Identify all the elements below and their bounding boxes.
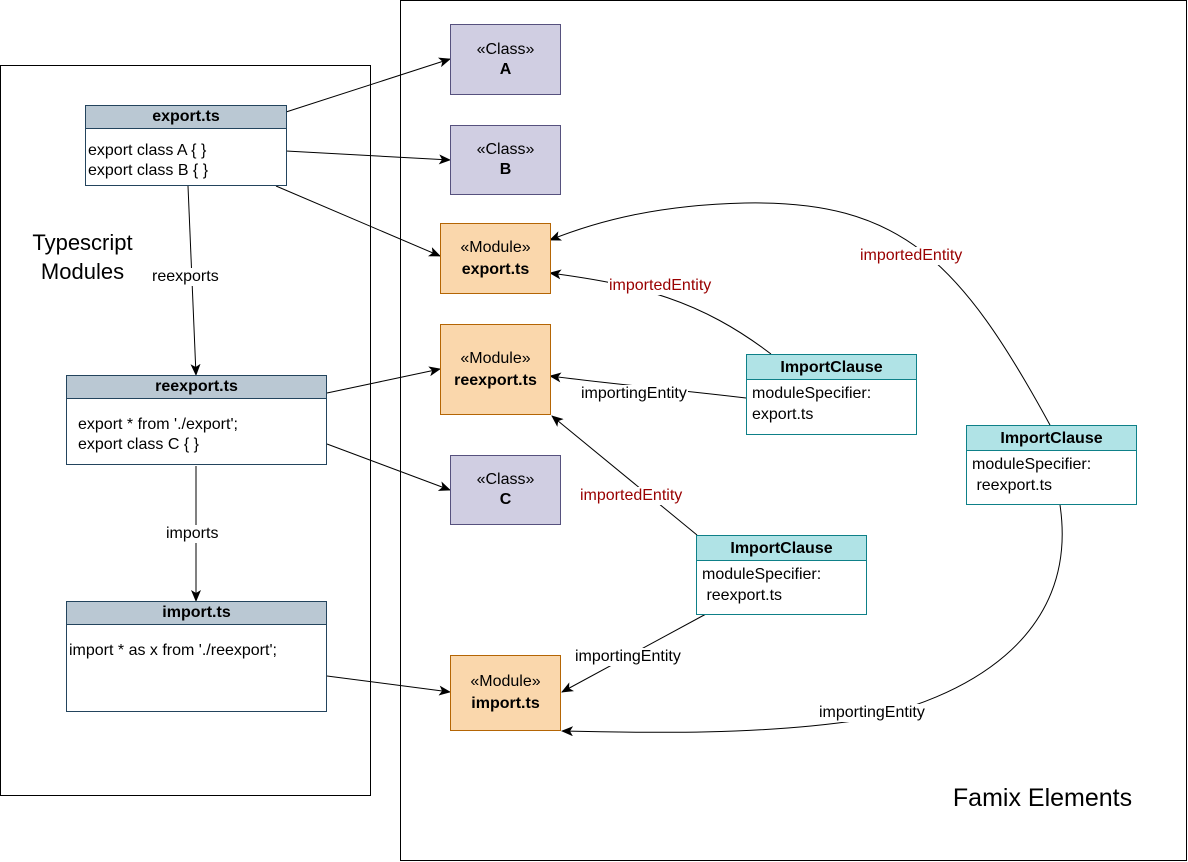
- typescript-modules-frame: [0, 65, 371, 796]
- import-clause-3[interactable]: ImportClause moduleSpecifier: reexport.t…: [966, 425, 1137, 505]
- ts-module-export[interactable]: export.ts export class A { } export clas…: [85, 105, 287, 186]
- import-clause-2[interactable]: ImportClause moduleSpecifier: reexport.t…: [696, 535, 867, 615]
- module-name: export.ts: [461, 260, 530, 278]
- importing-entity-label-2: importingEntity: [574, 648, 682, 666]
- module-name: reexport.ts: [454, 371, 537, 389]
- famix-class-a[interactable]: «Class» A: [450, 24, 561, 95]
- class-stereotype: «Class»: [476, 40, 535, 58]
- code-line: export class B { }: [88, 162, 209, 179]
- typescript-modules-label: Typescript Modules: [10, 228, 155, 286]
- importing-entity-label-1: importingEntity: [580, 385, 688, 403]
- code-line: export * from './export';: [78, 416, 238, 433]
- imported-entity-label-1: importedEntity: [608, 277, 713, 295]
- famix-module-import[interactable]: «Module» import.ts: [450, 655, 561, 731]
- class-name: C: [499, 491, 512, 508]
- import-clause-title: ImportClause: [747, 355, 916, 380]
- famix-elements-label: Famix Elements: [952, 784, 1133, 812]
- ts-module-import[interactable]: import.ts import * as x from './reexport…: [66, 601, 327, 712]
- import-clause-value: reexport.ts: [972, 477, 1053, 494]
- import-clause-title: ImportClause: [697, 536, 866, 561]
- code-line: import * as x from './reexport';: [69, 642, 277, 659]
- import-clause-1[interactable]: ImportClause moduleSpecifier: export.ts: [746, 354, 917, 435]
- import-clause-value: reexport.ts: [702, 587, 783, 604]
- famix-module-export[interactable]: «Module» export.ts: [440, 223, 551, 294]
- class-stereotype: «Class»: [476, 471, 535, 488]
- famix-elements-frame: [400, 0, 1187, 861]
- importing-entity-label-3: importingEntity: [818, 704, 926, 722]
- import-clause-attr: moduleSpecifier:: [752, 385, 872, 402]
- class-name: B: [499, 161, 512, 178]
- module-stereotype: «Module»: [470, 673, 541, 690]
- typescript-modules-label-line1: Typescript: [32, 230, 133, 255]
- imported-entity-label-2: importedEntity: [859, 247, 964, 265]
- reexports-label: reexports: [151, 268, 220, 286]
- module-stereotype: «Module»: [460, 349, 531, 367]
- famix-class-b[interactable]: «Class» B: [450, 125, 561, 195]
- imports-label: imports: [165, 525, 220, 543]
- ts-module-title: export.ts: [86, 106, 286, 129]
- famix-module-reexport[interactable]: «Module» reexport.ts: [440, 324, 551, 415]
- imported-entity-label-3: importedEntity: [579, 487, 684, 505]
- famix-class-c[interactable]: «Class» C: [450, 455, 561, 525]
- import-clause-title: ImportClause: [967, 426, 1136, 451]
- code-line: export class A { }: [88, 142, 207, 159]
- module-name: import.ts: [471, 695, 540, 712]
- import-clause-attr: moduleSpecifier:: [702, 566, 822, 583]
- ts-module-title: import.ts: [67, 602, 326, 625]
- typescript-modules-label-line2: Modules: [40, 259, 125, 284]
- ts-module-reexport[interactable]: reexport.ts export * from './export'; ex…: [66, 375, 327, 465]
- code-line: export class C { }: [78, 436, 199, 453]
- class-stereotype: «Class»: [476, 141, 535, 158]
- import-clause-attr: moduleSpecifier:: [972, 456, 1092, 473]
- ts-module-title: reexport.ts: [67, 376, 326, 399]
- import-clause-value: export.ts: [752, 406, 814, 423]
- module-stereotype: «Module»: [460, 238, 531, 256]
- class-name: A: [499, 60, 512, 78]
